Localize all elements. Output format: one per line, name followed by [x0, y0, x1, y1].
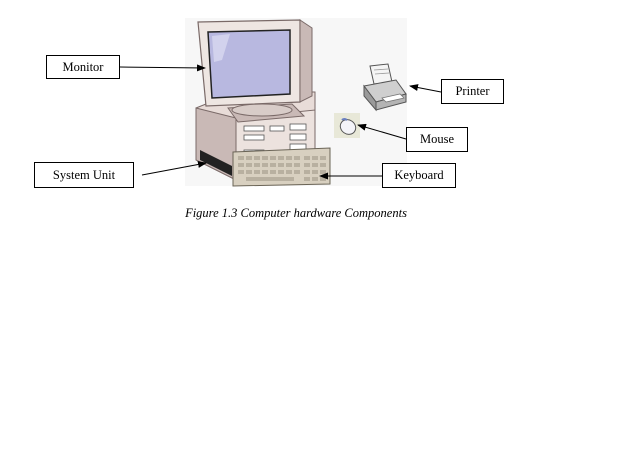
system-unit-arrow	[141, 161, 207, 176]
monitor-arrow	[119, 64, 206, 72]
monitor-label: Monitor	[46, 55, 120, 79]
printer-label: Printer	[441, 79, 504, 104]
mouse-label: Mouse	[406, 127, 468, 152]
printer-arrow	[409, 84, 442, 93]
keyboard-label: Keyboard	[382, 163, 456, 188]
monitor-icon	[197, 19, 313, 123]
printer-icon	[363, 63, 407, 112]
keyboard-icon	[232, 147, 331, 187]
mouse-arrow	[357, 123, 407, 140]
mouse-icon	[334, 113, 360, 138]
figure-caption: Figure 1.3 Computer hardware Components	[185, 206, 407, 220]
system-unit-label: System Unit	[34, 162, 134, 188]
